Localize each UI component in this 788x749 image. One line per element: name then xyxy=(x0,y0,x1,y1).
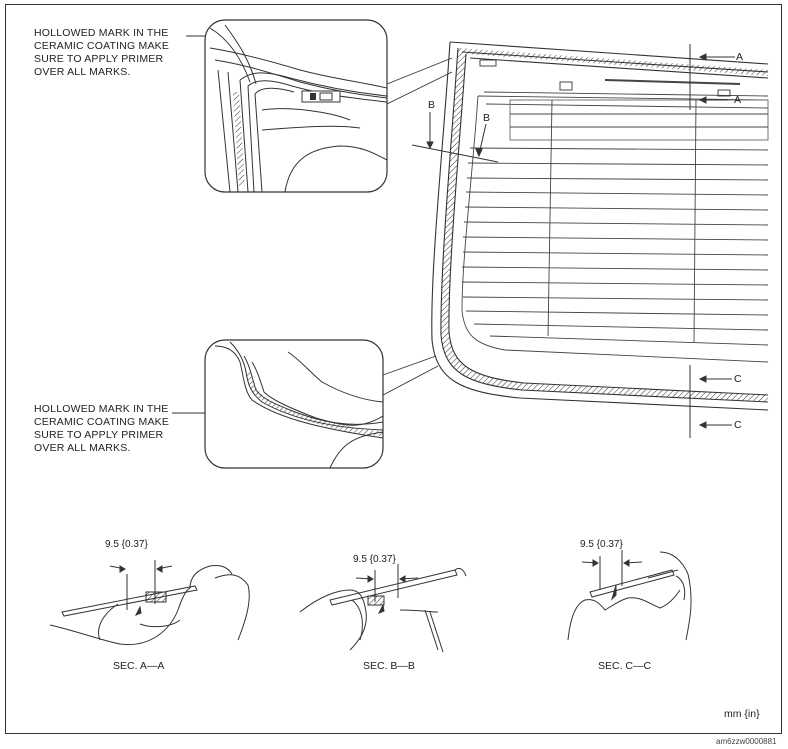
marker-b-left: B xyxy=(428,99,436,111)
section-title-a: SEC. A—A xyxy=(113,660,165,672)
defroster-grid xyxy=(461,59,769,363)
units-label: mm {in} xyxy=(724,708,760,720)
marker-a-top: A xyxy=(736,51,744,63)
marker-c-bottom: C xyxy=(734,419,742,431)
dimension-c: 9.5 {0.37} xyxy=(580,539,623,550)
top-detail-bubble xyxy=(204,19,388,193)
figure-code: am6zzw0000881 xyxy=(716,737,777,746)
section-a-a xyxy=(49,560,250,646)
section-title-b: SEC. B—B xyxy=(363,660,415,672)
section-b-b xyxy=(299,564,467,653)
section-title-c: SEC. C—C xyxy=(598,660,652,672)
marker-c-top: C xyxy=(734,373,742,385)
dimension-a: 9.5 {0.37} xyxy=(105,539,148,550)
marker-a-bottom: A xyxy=(734,94,742,106)
dimension-b: 9.5 {0.37} xyxy=(353,554,396,565)
callout-top-text: HOLLOWED MARK IN THE CERAMIC COATING MAK… xyxy=(34,27,170,78)
diagram-frame xyxy=(5,4,782,734)
callout-bottom-text: HOLLOWED MARK IN THE CERAMIC COATING MAK… xyxy=(34,403,170,454)
section-c-c xyxy=(567,550,692,641)
marker-b-right: B xyxy=(483,112,491,124)
bottom-detail-bubble xyxy=(204,339,384,469)
glass-outline xyxy=(431,41,769,411)
section-markers xyxy=(411,44,735,438)
ceramic-band xyxy=(440,48,768,402)
